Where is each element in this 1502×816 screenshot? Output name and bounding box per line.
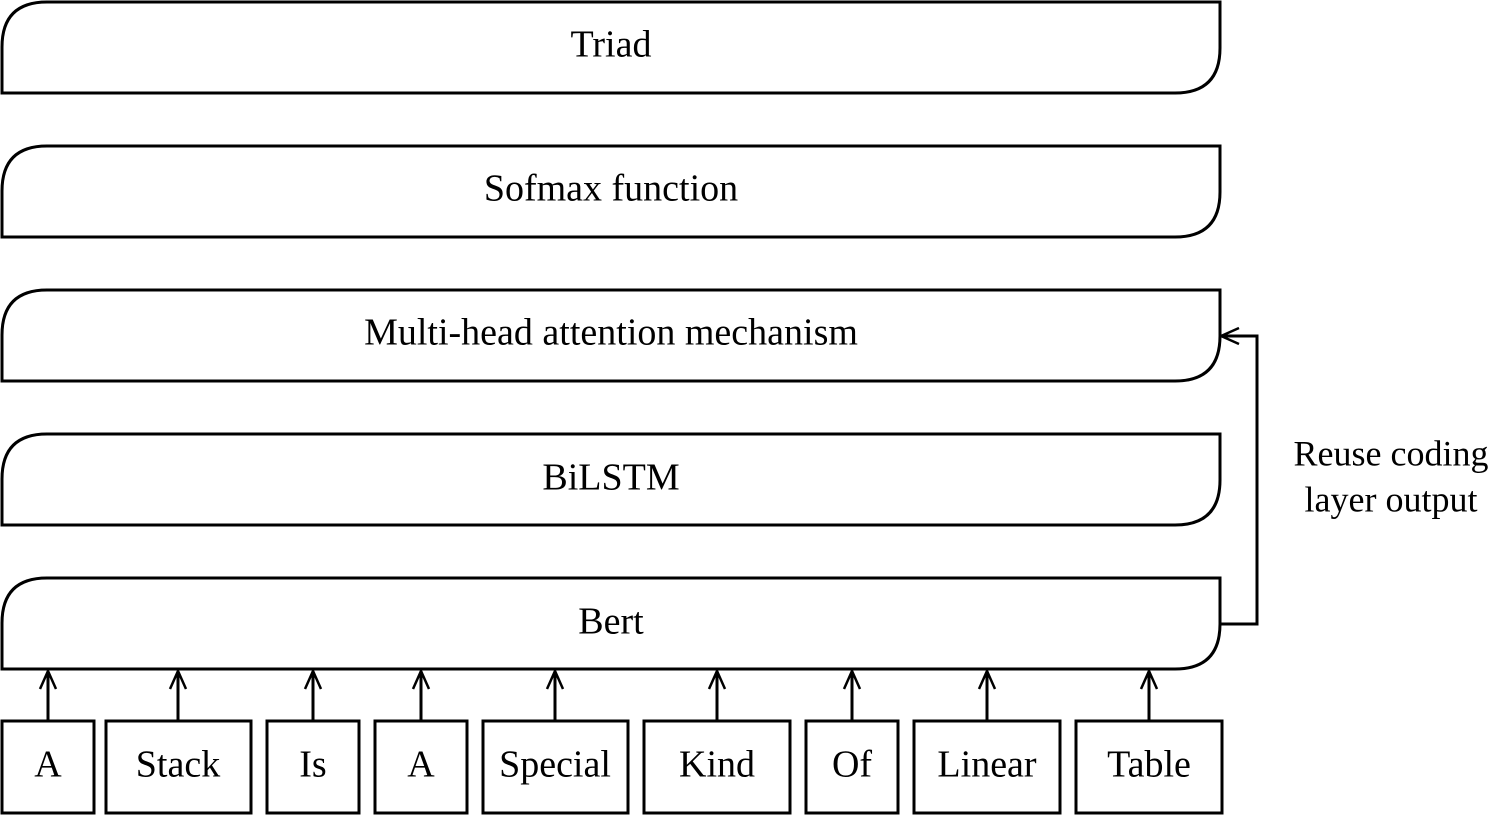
token-special: Special: [481, 671, 630, 815]
reuse-connection-arrow: [1220, 336, 1259, 626]
token-label: A: [34, 744, 62, 786]
reuse-connection: Reuse coding layer output: [1220, 336, 1489, 626]
reuse-connection-label-line1: Reuse coding: [1294, 433, 1489, 473]
token-table: Table: [1074, 671, 1224, 815]
token-box: [104, 719, 253, 815]
token-label: Kind: [679, 744, 755, 786]
token-label: Table: [1107, 744, 1191, 786]
token-kind: Kind: [642, 671, 792, 815]
token-of: Of: [804, 671, 900, 815]
token-label: Special: [499, 744, 611, 786]
layer-attention-box: [0, 288, 1222, 383]
token-label: Linear: [937, 744, 1037, 786]
token-linear: Linear: [912, 671, 1062, 815]
layer-softmax-box: [0, 144, 1222, 239]
layer-bert-box: [0, 576, 1222, 671]
token-row: A Stack Is A Special Kind: [0, 671, 1224, 815]
token-box: [642, 719, 792, 815]
token-box: [1074, 719, 1224, 815]
token-label: Of: [832, 744, 872, 786]
layer-bert-label: Bert: [578, 601, 644, 643]
token-is: Is: [265, 671, 361, 815]
token-box: [481, 719, 630, 815]
layer-bilstm: BiLSTM: [0, 432, 1222, 527]
token-label: Is: [299, 744, 326, 786]
token-box: [265, 719, 361, 815]
layer-triad-box: [0, 0, 1222, 95]
token-a-2: A: [373, 671, 469, 815]
layer-attention: Multi-head attention mechanism: [0, 288, 1222, 383]
layer-bilstm-label: BiLSTM: [542, 457, 679, 499]
reuse-connection-label-line2: layer output: [1305, 479, 1478, 519]
layer-softmax-label: Sofmax function: [484, 168, 738, 210]
layer-triad: Triad: [0, 0, 1222, 95]
layer-bilstm-box: [0, 432, 1222, 527]
token-label: Stack: [136, 744, 220, 786]
token-box: [804, 719, 900, 815]
layer-attention-label: Multi-head attention mechanism: [364, 312, 858, 354]
layer-triad-label: Triad: [571, 24, 652, 66]
layer-bert: Bert: [0, 576, 1222, 671]
token-box: [0, 719, 96, 815]
token-a-1: A: [0, 671, 96, 815]
token-stack: Stack: [104, 671, 253, 815]
token-label: A: [407, 744, 435, 786]
token-box: [912, 719, 1062, 815]
layer-softmax: Sofmax function: [0, 144, 1222, 239]
token-box: [373, 719, 469, 815]
